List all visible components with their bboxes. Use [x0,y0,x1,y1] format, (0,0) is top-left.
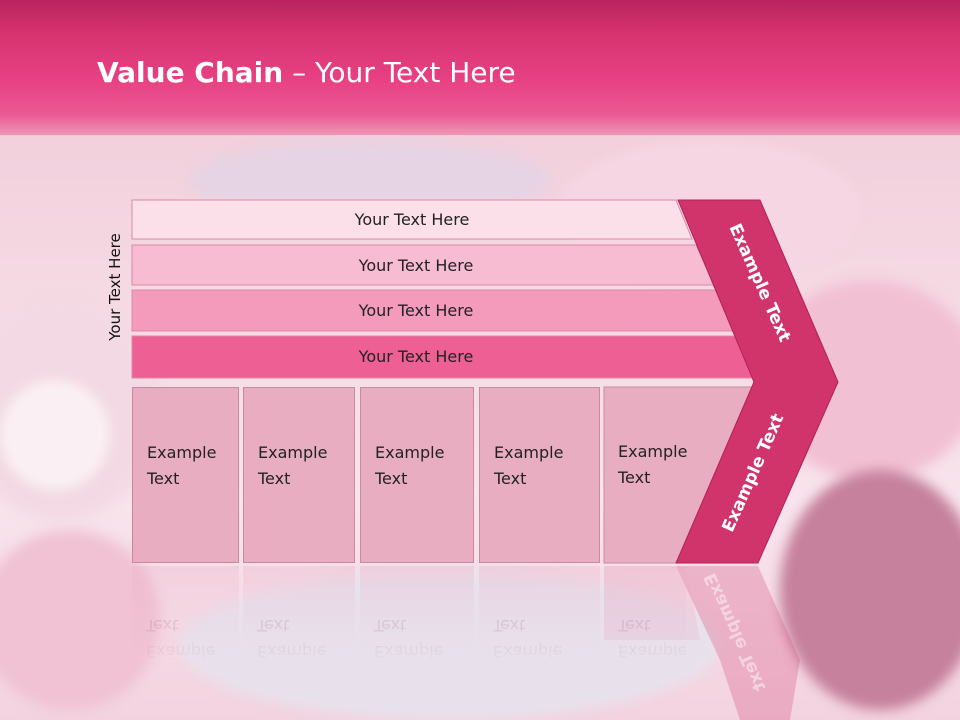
column-3-label: Example Text [375,443,445,488]
column-4-reflection: Example Text [479,566,600,716]
band-3-label: Your Text Here [358,300,474,320]
column-3: Example Text [360,387,474,563]
title-rest: – Your Text Here [283,56,516,89]
title-bold: Value Chain [97,56,284,89]
column-3-reflection: Example Text [360,566,474,716]
column-5: Example Text [604,387,714,563]
column-4-label: Example Text [494,443,564,488]
band-4-label: Your Text Here [358,346,474,366]
chevron-reflection [676,566,800,720]
column-1-label: Example Text [147,443,217,488]
slide-title: Value Chain – Your Text Here [97,56,516,89]
column-5-reflection: Example Text [604,566,687,716]
chevron-shape [675,199,839,564]
column-1-reflection: Example Text [132,566,239,716]
column-2-label: Example Text [258,443,328,488]
column-5-label: Example Text [618,442,688,487]
band-shape-1 [131,199,693,240]
band-1: Your Text Here [132,200,692,238]
band-3: Your Text Here [132,291,700,329]
header-bar [0,0,960,135]
band-1-label: Your Text Here [354,209,470,229]
column-4: Example Text [479,387,600,563]
column-2-reflection: Example Text [243,566,355,716]
band-2: Your Text Here [132,246,700,284]
band-4: Your Text Here [132,337,700,375]
column-1: Example Text [132,387,239,563]
column-2: Example Text [243,387,355,563]
band-2-label: Your Text Here [358,255,474,275]
